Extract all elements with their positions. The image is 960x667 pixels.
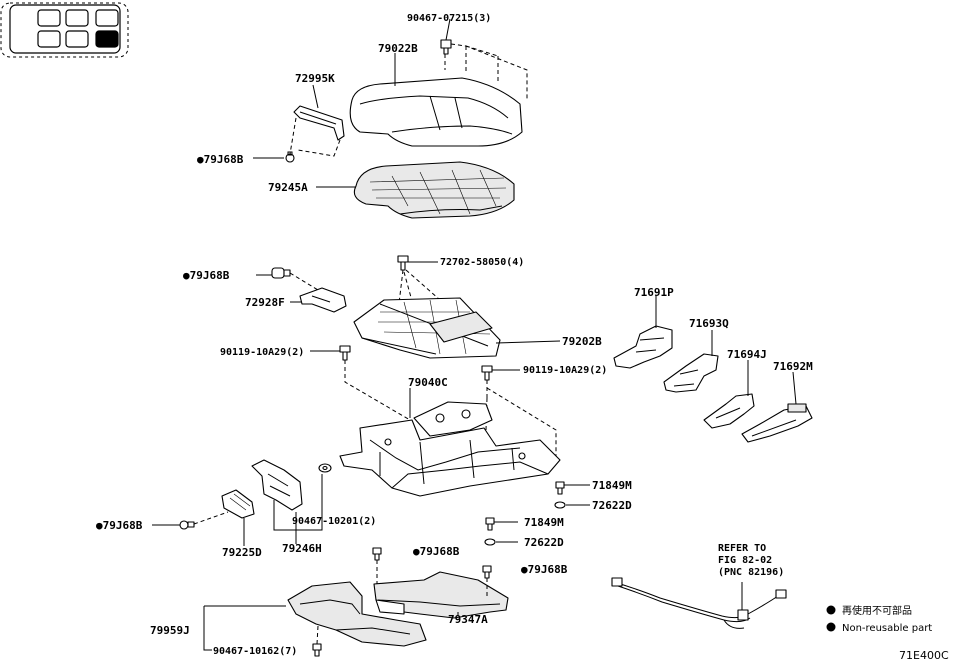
refer-note-line3: (PNC 82196) bbox=[718, 567, 784, 578]
label-71694J[interactable]: 71694J bbox=[727, 348, 767, 361]
legend: 再使用不可部品 Non-reusable part bbox=[826, 604, 932, 634]
label-79246H[interactable]: 79246H bbox=[282, 542, 322, 555]
part-79202B-seat-frame[interactable] bbox=[353, 297, 501, 359]
legend-en: Non-reusable part bbox=[842, 623, 932, 634]
label-79J68B-mid[interactable]: ●79J68B bbox=[183, 269, 230, 282]
label-71849M-upper[interactable]: 71849M bbox=[592, 479, 632, 492]
part-71694J-cover[interactable] bbox=[703, 393, 755, 429]
label-90119-right[interactable]: 90119-10A29(2) bbox=[523, 365, 607, 376]
part-71693Q-cover[interactable] bbox=[663, 353, 719, 393]
label-71849M-lower[interactable]: 71849M bbox=[524, 516, 564, 529]
part-72995K-handle[interactable] bbox=[293, 105, 345, 141]
part-71692M-cover[interactable] bbox=[741, 403, 813, 443]
part-labels: 90467-07215(3) 79022B 72995K ●79J68B 792… bbox=[96, 13, 813, 657]
part-79022B-seat-cover[interactable] bbox=[349, 77, 523, 147]
clip-79J68B-upper[interactable] bbox=[285, 151, 295, 163]
non-reusable-dot-icon bbox=[826, 622, 836, 632]
clip-79J68B-bottom-left[interactable] bbox=[372, 547, 382, 561]
clip-79J68B-mid[interactable] bbox=[271, 267, 291, 279]
bolt-90119-right[interactable] bbox=[481, 365, 493, 381]
part-79245A-seat-pad[interactable] bbox=[353, 161, 515, 219]
leader-lines bbox=[152, 18, 797, 651]
washer-72622D-upper[interactable] bbox=[554, 501, 566, 509]
bolt-71849M-upper[interactable] bbox=[555, 481, 565, 495]
label-79202B[interactable]: 79202B bbox=[562, 335, 602, 348]
label-79J68B-bottom-right[interactable]: ●79J68B bbox=[521, 563, 568, 576]
washer-72622D-lower[interactable] bbox=[484, 538, 496, 546]
label-79225D[interactable]: 79225D bbox=[222, 546, 262, 559]
screw-90467-07215[interactable] bbox=[440, 39, 452, 55]
refer-note[interactable]: REFER TO FIG 82-02 (PNC 82196) bbox=[718, 543, 784, 578]
clip-79J68B-bottom-right[interactable] bbox=[482, 565, 492, 579]
label-79J68B-bottom-left[interactable]: ●79J68B bbox=[413, 545, 460, 558]
bolt-90467-10162[interactable] bbox=[312, 643, 322, 657]
label-79040C[interactable]: 79040C bbox=[408, 376, 448, 389]
label-71693Q[interactable]: 71693Q bbox=[689, 317, 729, 330]
part-79347A-side-cover[interactable] bbox=[373, 571, 509, 619]
non-reusable-dot-icon bbox=[826, 605, 836, 615]
label-72622D-lower[interactable]: 72622D bbox=[524, 536, 564, 549]
nut-90467-10201[interactable] bbox=[318, 463, 332, 473]
refer-note-line1: REFER TO bbox=[718, 543, 766, 554]
diagram-code: 71E400C bbox=[899, 649, 949, 662]
bolt-72702-58050[interactable] bbox=[397, 255, 409, 271]
label-79347A[interactable]: 79347A bbox=[448, 613, 488, 626]
label-79959J[interactable]: 79959J bbox=[150, 624, 190, 637]
wire-harness[interactable] bbox=[611, 577, 787, 629]
label-71692M[interactable]: 71692M bbox=[773, 360, 813, 373]
part-79246H-cover[interactable] bbox=[251, 459, 303, 511]
part-79225D-bracket[interactable] bbox=[221, 489, 255, 519]
legend-jp: 再使用不可部品 bbox=[842, 604, 912, 617]
label-79022B[interactable]: 79022B bbox=[378, 42, 418, 55]
label-90467-07215[interactable]: 90467-07215(3) bbox=[407, 13, 491, 24]
label-79245A[interactable]: 79245A bbox=[268, 181, 308, 194]
part-79040C-adjuster-frame[interactable] bbox=[339, 401, 561, 497]
label-72995K[interactable]: 72995K bbox=[295, 72, 335, 85]
refer-note-line2: FIG 82-02 bbox=[718, 555, 772, 566]
label-72622D-upper[interactable]: 72622D bbox=[592, 499, 632, 512]
bolt-71849M-lower[interactable] bbox=[485, 517, 495, 531]
seat-locator-icon bbox=[0, 2, 129, 58]
part-79959J-lower-cover[interactable] bbox=[287, 581, 427, 647]
label-72702-58050[interactable]: 72702-58050(4) bbox=[440, 257, 524, 268]
label-71691P[interactable]: 71691P bbox=[634, 286, 674, 299]
label-90119-left[interactable]: 90119-10A29(2) bbox=[220, 347, 304, 358]
label-79J68B-left[interactable]: ●79J68B bbox=[96, 519, 143, 532]
label-90467-10162[interactable]: 90467-10162(7) bbox=[213, 646, 297, 657]
clip-79J68B-left[interactable] bbox=[179, 520, 195, 530]
label-72928F[interactable]: 72928F bbox=[245, 296, 285, 309]
label-79J68B-upper[interactable]: ●79J68B bbox=[197, 153, 244, 166]
part-72928F-bracket[interactable] bbox=[299, 287, 347, 313]
label-90467-10201[interactable]: 90467-10201(2) bbox=[292, 516, 376, 527]
part-71691P-cover[interactable] bbox=[613, 325, 673, 369]
bolt-90119-left[interactable] bbox=[339, 345, 351, 361]
